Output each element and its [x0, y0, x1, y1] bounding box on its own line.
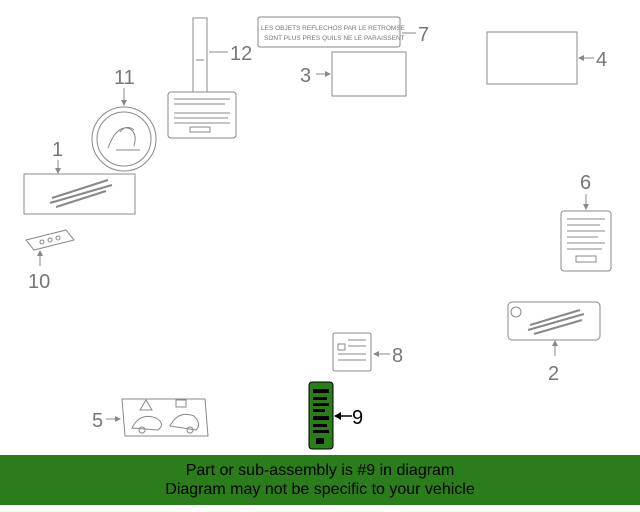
part-4-label[interactable]	[486, 31, 578, 85]
info-banner: Part or sub-assembly is #9 in diagram Di…	[0, 455, 640, 505]
callout-6[interactable]: 6	[580, 172, 591, 194]
callout-2[interactable]: 2	[548, 363, 559, 385]
banner-line-2: Diagram may not be specific to your vehi…	[165, 481, 475, 498]
banner-line-1: Part or sub-assembly is #9 in diagram	[185, 462, 455, 479]
arrow-6	[583, 204, 589, 210]
callout-4[interactable]: 4	[596, 49, 607, 71]
parts-diagram: 12 LES OBJETS REFLECHOS PAR LE RETROMSE …	[23, 16, 612, 450]
callout-10[interactable]: 10	[28, 271, 50, 293]
callout-9[interactable]: 9	[352, 407, 363, 429]
part-12-label[interactable]	[167, 17, 237, 139]
callout-11[interactable]: 11	[114, 67, 135, 89]
part-10-label[interactable]	[25, 229, 75, 251]
part-9-label[interactable]	[308, 381, 334, 450]
part-1-label[interactable]	[23, 173, 136, 215]
callout-8[interactable]: 8	[392, 345, 403, 367]
callout-5[interactable]: 5	[92, 410, 103, 432]
arrow-9	[334, 412, 341, 420]
arrow-5	[115, 416, 121, 422]
arrow-3	[325, 71, 331, 77]
arrow-2	[552, 340, 558, 346]
arrow-10	[37, 250, 43, 256]
part-11-label[interactable]	[91, 106, 157, 172]
part-6-label[interactable]	[560, 210, 612, 272]
part-8-label[interactable]	[332, 332, 372, 372]
callout-12[interactable]: 12	[230, 43, 252, 65]
part-7-label[interactable]: LES OBJETS REFLECHOS PAR LE RETROMSE SON…	[257, 16, 406, 48]
callout-7[interactable]: 7	[418, 24, 429, 46]
arrow-4	[578, 55, 584, 61]
arrow-1	[55, 168, 61, 174]
part-5-label[interactable]	[121, 398, 209, 437]
label-7-line1: LES OBJETS REFLECHOS PAR LE RETROMSE	[261, 25, 406, 32]
part-2-label[interactable]	[507, 301, 601, 341]
label-7-line2: SONT PLUS PRES QUILS NE LE PARAISSENT	[264, 35, 405, 42]
part-3-label[interactable]	[331, 51, 407, 97]
arrow-8	[373, 351, 379, 357]
callout-1[interactable]: 1	[52, 139, 63, 161]
arrow-11	[121, 100, 127, 106]
callout-3[interactable]: 3	[300, 65, 311, 87]
